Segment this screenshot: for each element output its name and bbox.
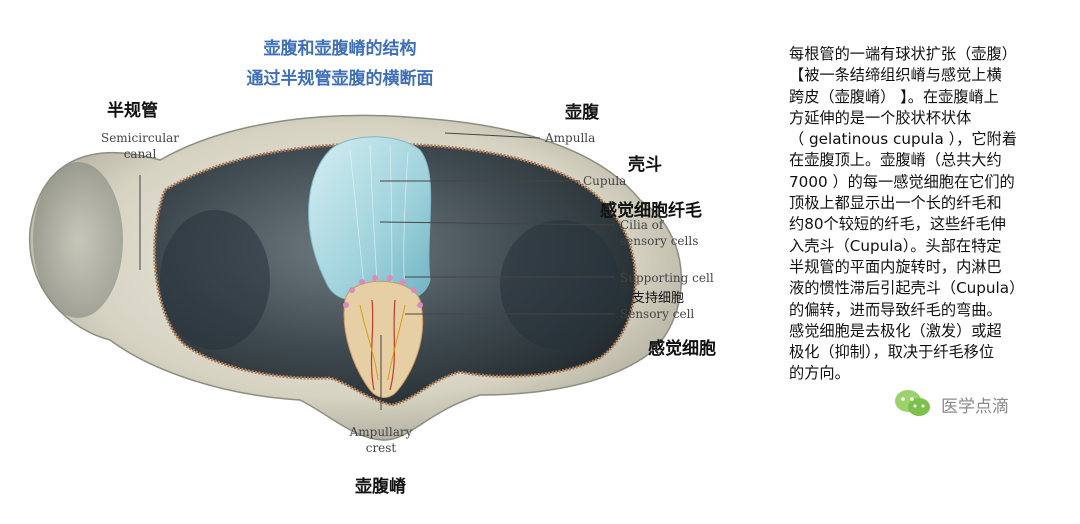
label-ampulla-zh: 壶腹 (565, 103, 599, 123)
label-cilia-en: Cilia of sensory cells (620, 218, 699, 248)
label-cupula-en: Cupula (583, 174, 627, 188)
ampulla-illustration (28, 114, 683, 441)
watermark-text: 医学点滴 (941, 396, 1009, 417)
label-supporting-zh: 支持细胞 (632, 291, 685, 306)
label-cupula-zh: 壳斗 (628, 155, 662, 175)
label-sensory-zh: 感觉细胞 (648, 339, 716, 359)
label-semicircular-en: Semicircular canal (100, 131, 179, 161)
label-sensory-en: Sensory cell (620, 307, 695, 321)
label-supporting-en: Supporting cell (620, 271, 714, 285)
label-crest-en: Ampullary crest (349, 425, 413, 455)
figure-title-line2: 通过半规管壶腹的横断面 (246, 69, 434, 89)
label-crest-zh: 壶腹嵴 (355, 477, 406, 497)
label-cilia-zh: 感觉细胞纤毛 (600, 201, 702, 221)
wechat-icon (895, 390, 930, 416)
watermark: 医学点滴 (893, 388, 1009, 420)
figure-title-line1: 壶腹和壶腹嵴的结构 (263, 39, 417, 59)
leader-cilia (379, 221, 616, 226)
description-text: 每根管的一端有球状扩张（壶腹） 【被一条结缔组织嵴与感觉上横 跨皮（壶腹嵴） 】… (789, 45, 1025, 383)
canal-opening (33, 162, 123, 318)
leader-ampulla (444, 132, 541, 139)
label-semicircular-zh: 半规管 (107, 101, 158, 121)
ampullary-crest (343, 280, 424, 398)
label-ampulla-en: Ampulla (545, 131, 596, 145)
